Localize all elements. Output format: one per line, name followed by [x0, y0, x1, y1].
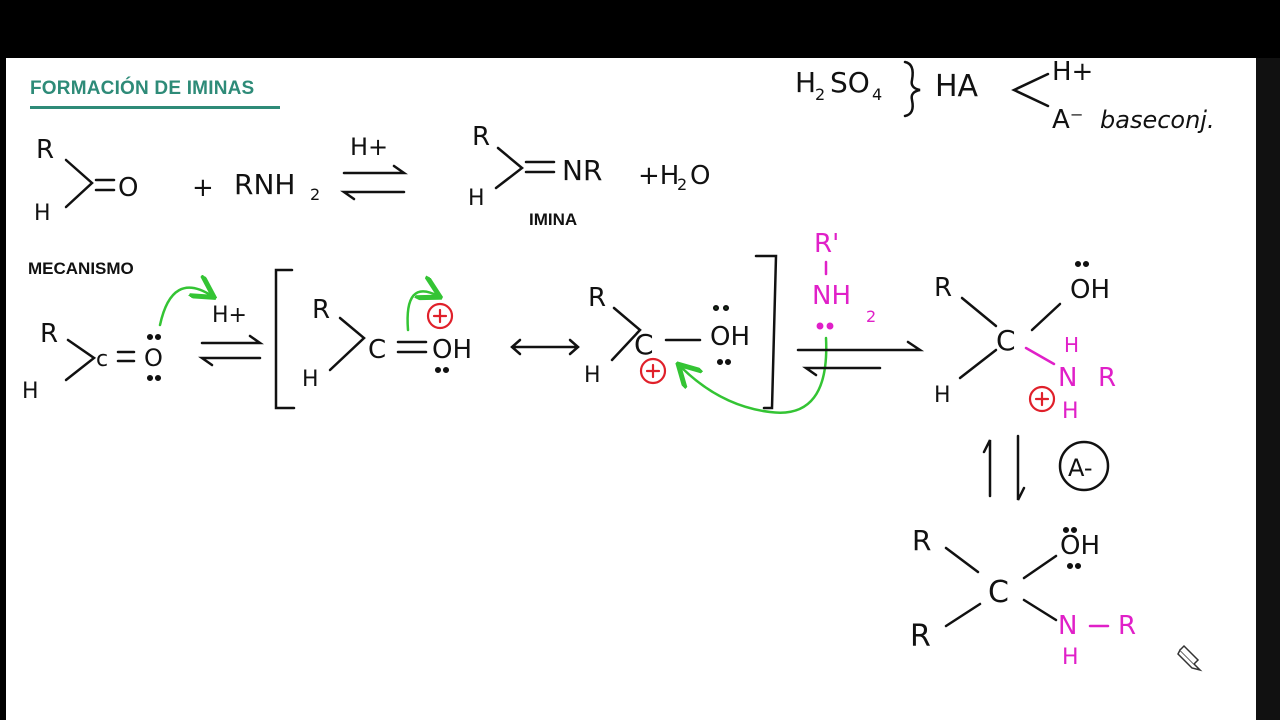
- svg-text:A⁻: A⁻: [1052, 105, 1084, 135]
- svg-text:HA: HA: [935, 69, 979, 104]
- svg-text:R: R: [312, 295, 330, 325]
- svg-text:OH: OH: [710, 322, 750, 352]
- svg-text:R: R: [912, 524, 931, 557]
- mechanism-step-1: R H c O H+: [22, 288, 264, 404]
- svg-text:H+: H+: [212, 303, 247, 328]
- svg-text:SO: SO: [830, 66, 870, 99]
- svg-text:2: 2: [815, 85, 825, 104]
- svg-text:N: N: [1058, 611, 1077, 641]
- svg-text:+: +: [192, 173, 214, 203]
- svg-text:O: O: [690, 161, 710, 191]
- svg-text:R: R: [910, 619, 931, 654]
- svg-text:R': R': [814, 229, 839, 259]
- resonance-bracket: R H C OH R H C OH: [274, 254, 778, 410]
- deprotonation-step: A-: [982, 434, 1110, 501]
- svg-text:OH: OH: [1060, 531, 1100, 561]
- svg-text:OH: OH: [1070, 275, 1110, 305]
- svg-text:H: H: [22, 379, 39, 404]
- title-underline: [30, 106, 280, 109]
- carbinolamine-protonated: R H C OH H N R H: [934, 260, 1116, 424]
- svg-text:4: 4: [872, 85, 882, 104]
- svg-text:H+: H+: [350, 133, 388, 161]
- svg-text:R: R: [36, 135, 54, 165]
- page-title: FORMACIÓN DE IMINAS: [30, 78, 255, 99]
- acid-note: H 2 SO 4 HA H+ A⁻ baseconj.: [795, 57, 1215, 135]
- svg-text:H: H: [1064, 333, 1079, 357]
- svg-text:C: C: [988, 575, 1009, 610]
- svg-text:2: 2: [677, 175, 687, 194]
- svg-text:A-: A-: [1068, 454, 1093, 482]
- amine-attack: R' NH 2: [680, 229, 876, 414]
- svg-text:C: C: [634, 328, 654, 361]
- svg-text:+H: +H: [638, 161, 679, 191]
- svg-text:H: H: [302, 367, 319, 392]
- scroll-edge: [1256, 58, 1280, 720]
- svg-text:O: O: [118, 173, 138, 203]
- svg-text:c: c: [96, 347, 108, 372]
- svg-text:2: 2: [866, 307, 876, 326]
- svg-text:N: N: [1058, 363, 1077, 393]
- svg-text:R: R: [588, 283, 606, 313]
- svg-text:NH: NH: [812, 281, 851, 311]
- svg-text:R: R: [1098, 363, 1116, 393]
- svg-text:C: C: [996, 324, 1016, 357]
- svg-text:R: R: [40, 319, 58, 349]
- equilibrium-arrow-2: [796, 340, 925, 377]
- svg-text:R: R: [1118, 611, 1136, 641]
- svg-text:H: H: [34, 201, 51, 226]
- svg-text:H: H: [795, 66, 816, 99]
- imina-label: IMINA: [529, 210, 578, 229]
- svg-text:NR: NR: [562, 154, 602, 187]
- overall-reaction: R H O + RNH 2 H+ R H NR +H 2 O: [34, 122, 710, 226]
- svg-text:R: R: [934, 273, 952, 303]
- svg-text:H: H: [1062, 645, 1079, 670]
- svg-text:H: H: [584, 363, 601, 388]
- svg-text:2: 2: [310, 185, 320, 204]
- svg-text:baseconj.: baseconj.: [1100, 106, 1215, 134]
- svg-text:O: O: [144, 344, 163, 372]
- mecanismo-label: MECANISMO: [28, 259, 134, 278]
- svg-text:OH: OH: [432, 335, 472, 365]
- pencil-cursor-icon: [1177, 644, 1203, 672]
- svg-text:H: H: [934, 383, 951, 408]
- svg-text:H+: H+: [1052, 57, 1093, 87]
- svg-text:H: H: [1062, 399, 1079, 424]
- carbinolamine-neutral: R R C OH N R H: [910, 524, 1136, 670]
- svg-text:C: C: [368, 335, 386, 365]
- svg-text:H: H: [468, 186, 485, 211]
- svg-text:R: R: [472, 122, 490, 152]
- svg-text:RNH: RNH: [234, 168, 295, 201]
